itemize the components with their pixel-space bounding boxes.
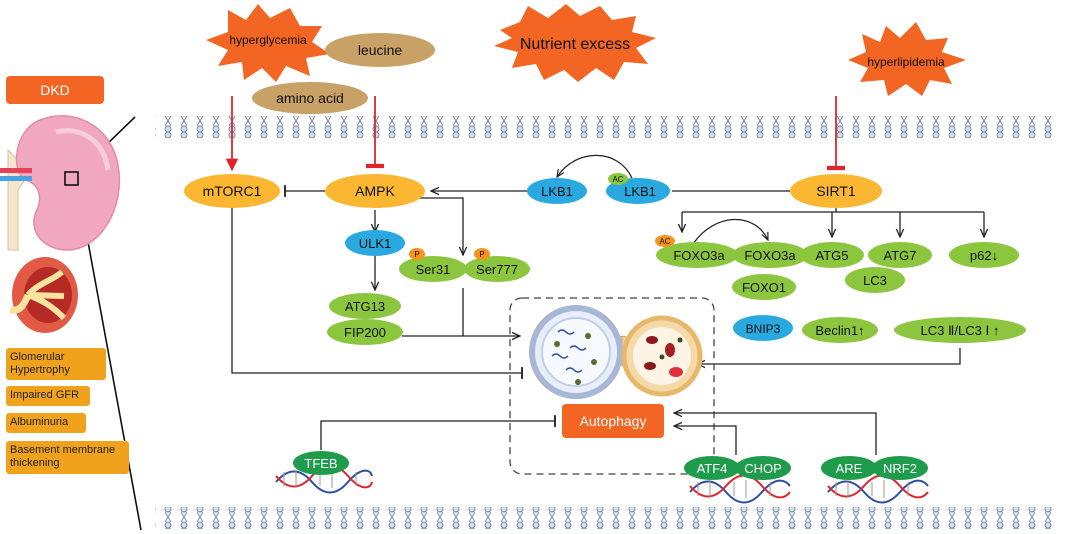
atg7-node (868, 242, 932, 268)
nutrient-excess-label: Nutrient excess (520, 36, 630, 53)
ser777-node (464, 256, 530, 282)
foxo1-label: FOXO1 (742, 280, 786, 295)
lkb1-deacetylation-arrow (557, 154, 633, 179)
atf4-label: ATF4 (697, 461, 728, 476)
foxo3a-ac-label: FOXO3a (673, 248, 725, 263)
nrf2-label: NRF2 (883, 461, 917, 476)
tfeb-node (293, 451, 349, 475)
foxo3a-node (732, 242, 808, 268)
atg5-node (800, 242, 864, 268)
autophagy-label: Autophagy (580, 413, 647, 429)
ser31-node (399, 256, 467, 282)
lc3-label: LC3 (863, 273, 887, 288)
lkb1-ac-label: LKB1 (624, 184, 656, 199)
lkb1-ac-node (606, 178, 670, 204)
ser777-label: Ser777 (476, 262, 518, 277)
are-node (821, 456, 877, 480)
lc3-ratio-to-autophagosome (697, 348, 961, 364)
atg5-label: ATG5 (816, 248, 849, 263)
ser31-phospho-badge (409, 248, 425, 260)
p62-node (949, 242, 1019, 268)
ulk1-node (345, 230, 405, 256)
chop-label: CHOP (744, 461, 782, 476)
atg7-label: ATG7 (884, 248, 917, 263)
atg13-node (329, 293, 401, 319)
ser31-label: Ser31 (416, 262, 451, 277)
lc3-node (845, 267, 905, 293)
fip200-node (327, 319, 403, 345)
hyperlipidemia-label: hyperlipidemia (867, 55, 945, 69)
lkb1-node (527, 178, 587, 204)
dkd-badge (6, 76, 104, 104)
amino-acid-ellipse (252, 82, 368, 114)
autophagy-region (509, 297, 715, 475)
amino-acid-label: amino acid (276, 90, 344, 106)
beclin1-node (802, 317, 878, 343)
foxo3a-ac-node (656, 242, 738, 268)
dkd-label: DKD (40, 82, 70, 98)
ser777-phospho-label: P (479, 250, 484, 259)
atf4-chop-to-autophagy (674, 426, 737, 455)
atf4-node (684, 456, 740, 480)
lc3-ratio-label: LC3 Ⅱ/LC3 Ⅰ ↑ (921, 323, 1000, 338)
nrf2-node (872, 456, 928, 480)
hyperglycemia-label: hyperglycemia (229, 33, 307, 47)
ser31-phospho-label: P (414, 250, 419, 259)
outcome-impaired-gfr: Impaired GFR (6, 386, 90, 406)
hyperglycemia-blob (206, 4, 330, 82)
lkb1-acetyl-label: AC (612, 175, 623, 184)
foxo3a-acetyl-badge (655, 235, 675, 247)
tfeb-inhibits-autophagy (320, 415, 556, 450)
ampk-to-ser31 (412, 197, 463, 255)
ser777-phospho-badge (474, 248, 490, 260)
ulk1-label: ULK1 (359, 236, 392, 251)
bnip3-node (733, 315, 793, 341)
bnip3-label: BNIP3 (746, 322, 781, 336)
hyperlipidemia-blob (848, 22, 966, 96)
lkb1-acetyl-badge (608, 173, 628, 185)
chop-node (735, 456, 791, 480)
outcome-glomerular-hypertrophy: Glomerular Hypertrophy (6, 348, 106, 380)
tfeb-label: TFEB (304, 456, 337, 471)
lc3-ratio-node (894, 317, 1026, 343)
foxo3a-label: FOXO3a (744, 248, 796, 263)
kidney-icon (0, 115, 121, 251)
outcome-basement-membrane-thickening: Basement membrane thickening (6, 441, 129, 474)
nutrient-excess-blob (494, 4, 656, 82)
leucine-ellipse (325, 33, 435, 67)
top-membrane (155, 116, 1060, 138)
ampk-node (325, 174, 425, 208)
sirt1-label: SIRT1 (816, 183, 856, 199)
atg13-label: ATG13 (345, 299, 385, 314)
foxo3a-deacetylation-arrow (692, 218, 768, 245)
are-label: ARE (836, 461, 863, 476)
leucine-label: leucine (358, 42, 403, 58)
bottom-membrane (155, 507, 1060, 529)
lkb1-label: LKB1 (541, 184, 573, 199)
foxo1-node (732, 274, 796, 300)
beclin1-label: Beclin1↑ (815, 323, 864, 338)
mtorc1-label: mTORC1 (203, 183, 262, 199)
fip200-label: FIP200 (344, 325, 386, 340)
ampk-label: AMPK (355, 183, 395, 199)
outcome-albuminuria: Albuminuria (6, 413, 86, 433)
sirt1-node (790, 174, 882, 208)
mtorc1-inhibits-autophagosome (231, 208, 523, 379)
are-nrf2-to-autophagy (674, 413, 877, 455)
foxo3a-acetyl-label: AC (659, 237, 670, 246)
autophagosome-lysosome-icon (529, 305, 703, 399)
kidney-cross-section-icon (9, 257, 78, 333)
mtorc1-node (184, 174, 280, 208)
autophagy-badge (562, 404, 664, 438)
p62-label: p62↓ (970, 248, 998, 263)
